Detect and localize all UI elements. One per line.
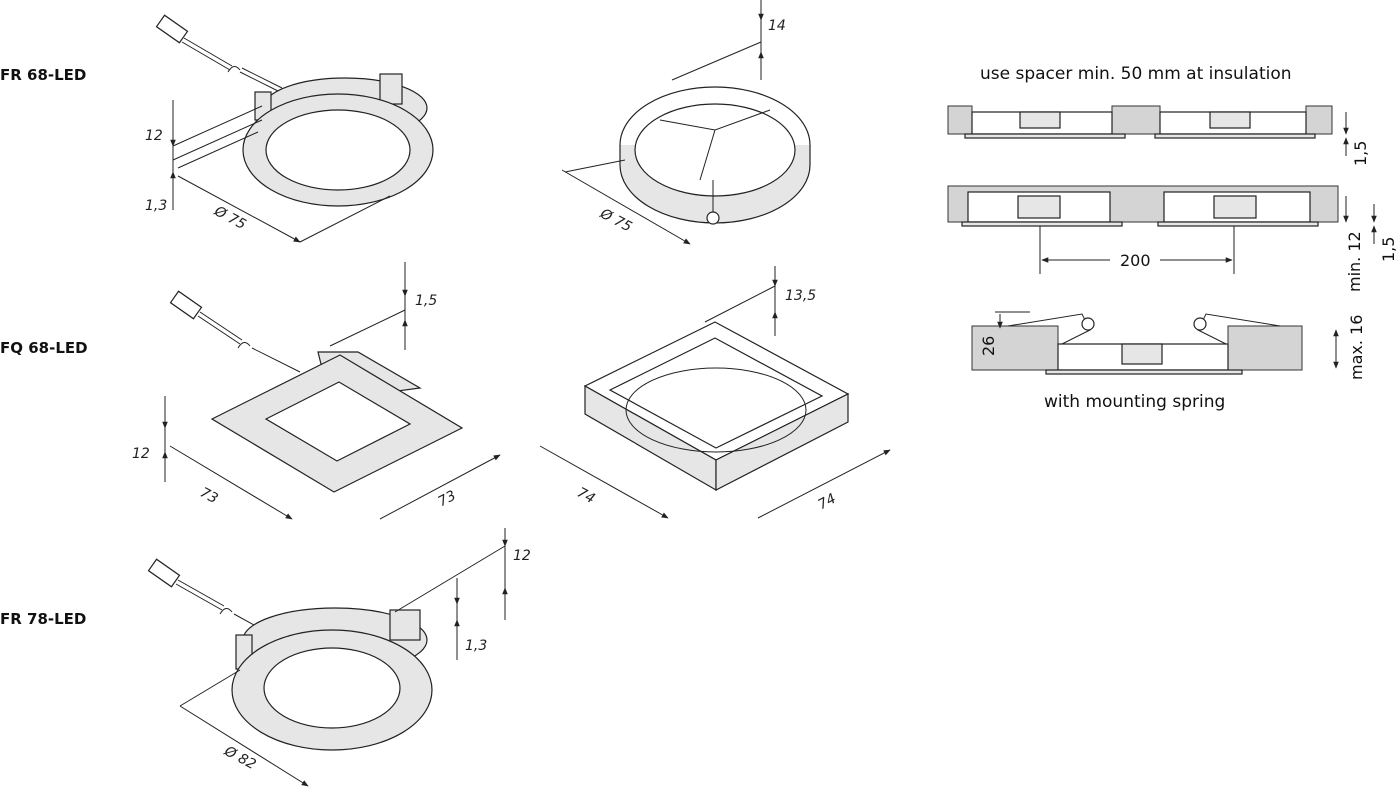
section3-max-label: max. 16 — [1347, 315, 1366, 380]
spacer-ring-drawing — [619, 86, 811, 225]
product-label-fr68: FR 68-LED — [0, 66, 87, 84]
fr68-drawing — [155, 14, 434, 207]
square-frame-dimensions: 13,5 74 74 — [539, 266, 891, 519]
fr78-diameter-label: Ø 82 — [221, 743, 259, 773]
section2-thickness-label: 1,5 — [1379, 237, 1398, 262]
fq68-height-label: 12 — [132, 446, 150, 462]
fq68-width1-label: 73 — [197, 485, 220, 507]
fq68-connector — [169, 290, 301, 373]
fq68-drawing — [169, 290, 464, 493]
fr68-height-label: 12 — [145, 128, 163, 144]
fr68-connector — [155, 14, 283, 93]
fr68-lens — [265, 109, 411, 191]
fr78-lens — [263, 647, 401, 729]
spacer-note: use spacer min. 50 mm at insulation — [980, 64, 1292, 84]
product-label-fr78: FR 78-LED — [0, 610, 87, 628]
fq68-thickness-label: 1,5 — [415, 293, 437, 309]
section1-thickness-label: 1,5 — [1351, 141, 1370, 166]
section-spacer-insulation: 1,5 — [947, 105, 1370, 166]
section-min-spacing: 200 min. 12 1,5 — [947, 185, 1398, 292]
square-frame-drawing — [583, 321, 850, 492]
fr78-clip-right — [389, 609, 421, 641]
fq68-lens — [264, 381, 412, 462]
spring-note: with mounting spring — [1044, 392, 1226, 412]
square-frame-height-label: 13,5 — [785, 288, 816, 304]
section3-spring-label: 26 — [979, 336, 998, 356]
fr78-thickness-label: 1,3 — [465, 638, 487, 654]
fq68-width2-label: 73 — [436, 488, 459, 510]
fq68-dimensions: 1,5 12 73 73 — [132, 262, 501, 520]
section2-min-label: min. 12 — [1345, 231, 1364, 292]
section-mounting-spring: 26 max. 16 — [971, 311, 1366, 380]
spacer-height-label: 14 — [768, 18, 786, 34]
section2-spacing-label: 200 — [1120, 251, 1151, 270]
product-label-fq68: FQ 68-LED — [0, 339, 88, 357]
fr78-height-label: 12 — [513, 548, 531, 564]
spacer-diameter-label: Ø 75 — [597, 205, 635, 235]
fr68-clip-right — [379, 73, 403, 105]
fr68-thickness-label: 1,3 — [145, 198, 167, 214]
fr68-diameter-label: Ø 75 — [211, 203, 249, 233]
square-frame-width1-label: 74 — [574, 485, 597, 507]
fr78-drawing — [147, 558, 433, 751]
square-frame-width2-label: 74 — [816, 491, 839, 513]
